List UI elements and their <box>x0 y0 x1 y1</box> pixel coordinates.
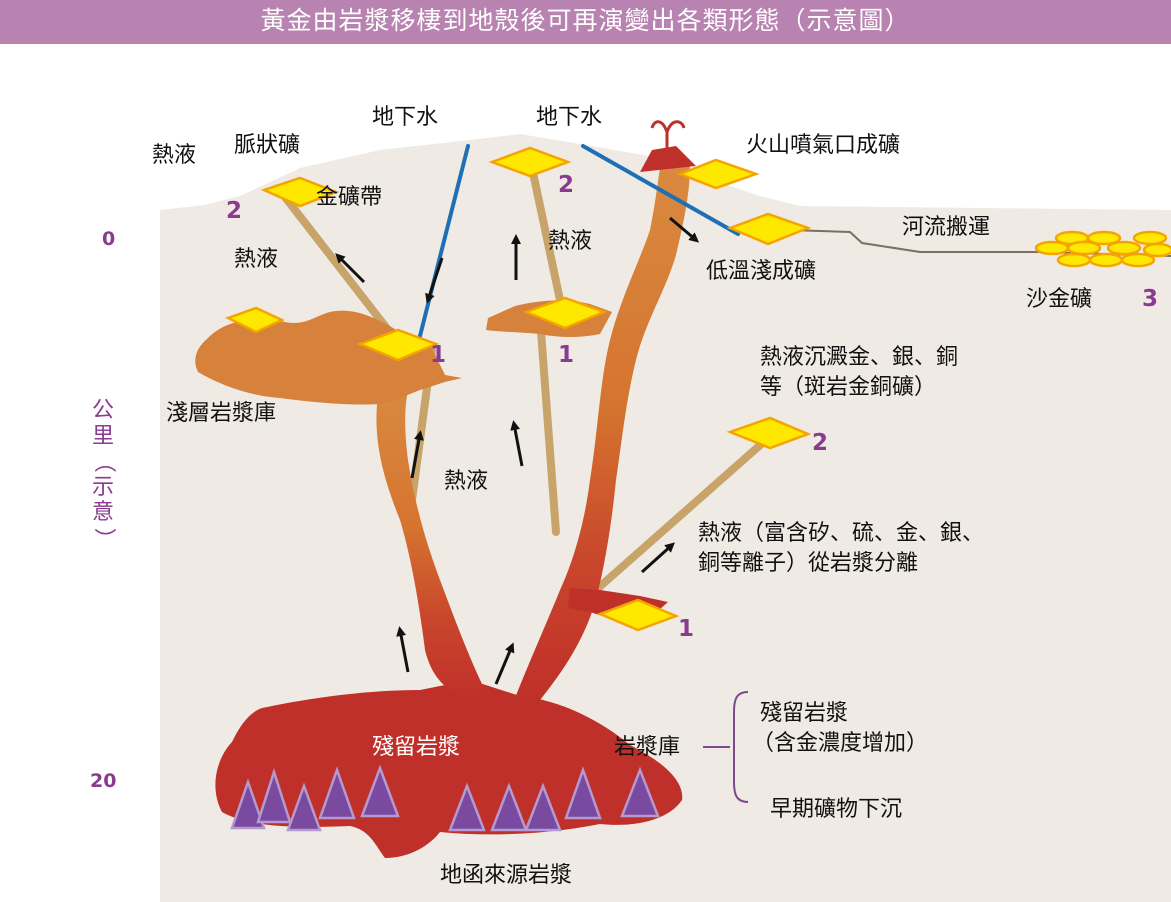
label-precip-line1: 熱液沉澱金、銀、銅 <box>760 345 959 370</box>
vein-left-upper <box>274 184 396 339</box>
stage-number: 1 <box>678 616 695 642</box>
groundwater-line-right <box>581 144 740 236</box>
label-residual-line1: 殘留岩漿 <box>760 701 849 726</box>
label-magma-chamber: 岩漿庫 <box>614 735 681 760</box>
label-hydrothermal-top: 熱液 <box>152 143 197 168</box>
label-placer-gold: 沙金礦 <box>1026 287 1093 312</box>
axis-unit-char: （ <box>90 450 116 473</box>
label-gold-belt: 金礦帶 <box>316 185 383 210</box>
groundwater-lines <box>418 144 740 338</box>
arrow-groundwater-left-down <box>425 257 444 304</box>
axis-unit-char: ） <box>90 527 116 550</box>
arrow-conduit-left-up <box>396 626 410 673</box>
arrow-vent-out <box>669 216 700 243</box>
axis-unit-char: 里 <box>91 423 114 449</box>
label-early-sink: 早期礦物下沉 <box>770 797 903 822</box>
left-conduit <box>376 385 485 700</box>
label-separation-line1: 熱液（富含矽、硫、金、銀、 <box>698 521 985 546</box>
hydrothermal-veins <box>274 164 779 594</box>
axis-unit-char: 公 <box>91 398 114 423</box>
vein-center-lower <box>536 314 560 536</box>
right-conduit <box>515 165 690 700</box>
title-banner <box>0 0 1171 44</box>
label-hydro-lower: 熱液 <box>444 469 489 494</box>
gold-deposits <box>224 146 812 632</box>
stage-number: 1 <box>558 342 575 368</box>
arrow-center-vein-up <box>510 420 524 467</box>
stage-number: 1 <box>430 342 447 368</box>
axis-unit-char: 示 <box>91 474 114 500</box>
gold-vein-2-center <box>488 146 572 178</box>
gold-shallow-chamber <box>224 306 285 334</box>
label-shallow-chamber: 淺層岩漿庫 <box>166 401 277 426</box>
diagram-title: 黃金由岩漿移棲到地殼後可再演變出各類形態（示意圖） <box>260 6 911 35</box>
arrow-conduit-right-up <box>494 642 515 685</box>
label-residual-line2: （含金濃度增加） <box>752 731 929 756</box>
label-hydro-left: 熱液 <box>234 247 279 272</box>
gold-porphyry-1-center <box>522 296 608 330</box>
label-precip-line2: 等（斑岩金銅礦） <box>760 375 937 400</box>
volcano-steam-icon <box>650 120 686 150</box>
stage-number: 2 <box>812 430 829 456</box>
label-low-temp: 低溫淺成礦 <box>706 259 817 284</box>
gold-low-temp <box>726 212 812 246</box>
label-river-transport: 河流搬運 <box>902 215 991 240</box>
groundwater-line-left <box>418 144 470 338</box>
arrow-separation-up <box>640 542 675 574</box>
chamber-bracket <box>703 691 749 803</box>
vein-center-upper <box>528 164 564 304</box>
label-mantle-magma: 地函來源岩漿 <box>440 863 573 888</box>
label-residual-magma: 殘留岩漿 <box>372 735 461 760</box>
stage-number: 2 <box>226 198 243 224</box>
label-separation-line2: 銅等離子）從岩漿分離 <box>698 551 919 576</box>
axis-tick-0: 0 <box>102 228 116 250</box>
arrow-left-vein-up <box>410 430 424 479</box>
gold-volcanic-vent <box>676 158 760 190</box>
stage-number: 2 <box>558 172 575 198</box>
arrow-hydro-left-up <box>335 253 366 284</box>
gold-vein-2-left <box>260 176 340 208</box>
stage-number: 3 <box>1142 286 1159 312</box>
volcano-cone <box>640 146 696 172</box>
label-volcanic-vent: 火山噴氣口成礦 <box>746 133 901 158</box>
gold-porphyry-1-lower <box>596 598 680 632</box>
label-groundwater-left: 地下水 <box>372 105 439 130</box>
gold-vein-2-right <box>726 416 812 450</box>
gold-porphyry-1-left <box>356 328 440 362</box>
axis-unit-char: 意 <box>91 500 114 526</box>
label-groundwater-right: 地下水 <box>536 105 603 130</box>
early-mineral-crystals <box>230 764 660 832</box>
flow-arrows <box>335 216 700 685</box>
axis-unit-label: 公 里 （ 示 意 ） <box>88 398 118 551</box>
placer-gold-nuggets <box>1034 230 1171 268</box>
label-hydro-center: 熱液 <box>548 229 593 254</box>
axis-tick-20: 20 <box>90 770 117 792</box>
label-vein-deposit: 脈狀礦 <box>234 133 301 158</box>
vein-right <box>592 428 779 594</box>
